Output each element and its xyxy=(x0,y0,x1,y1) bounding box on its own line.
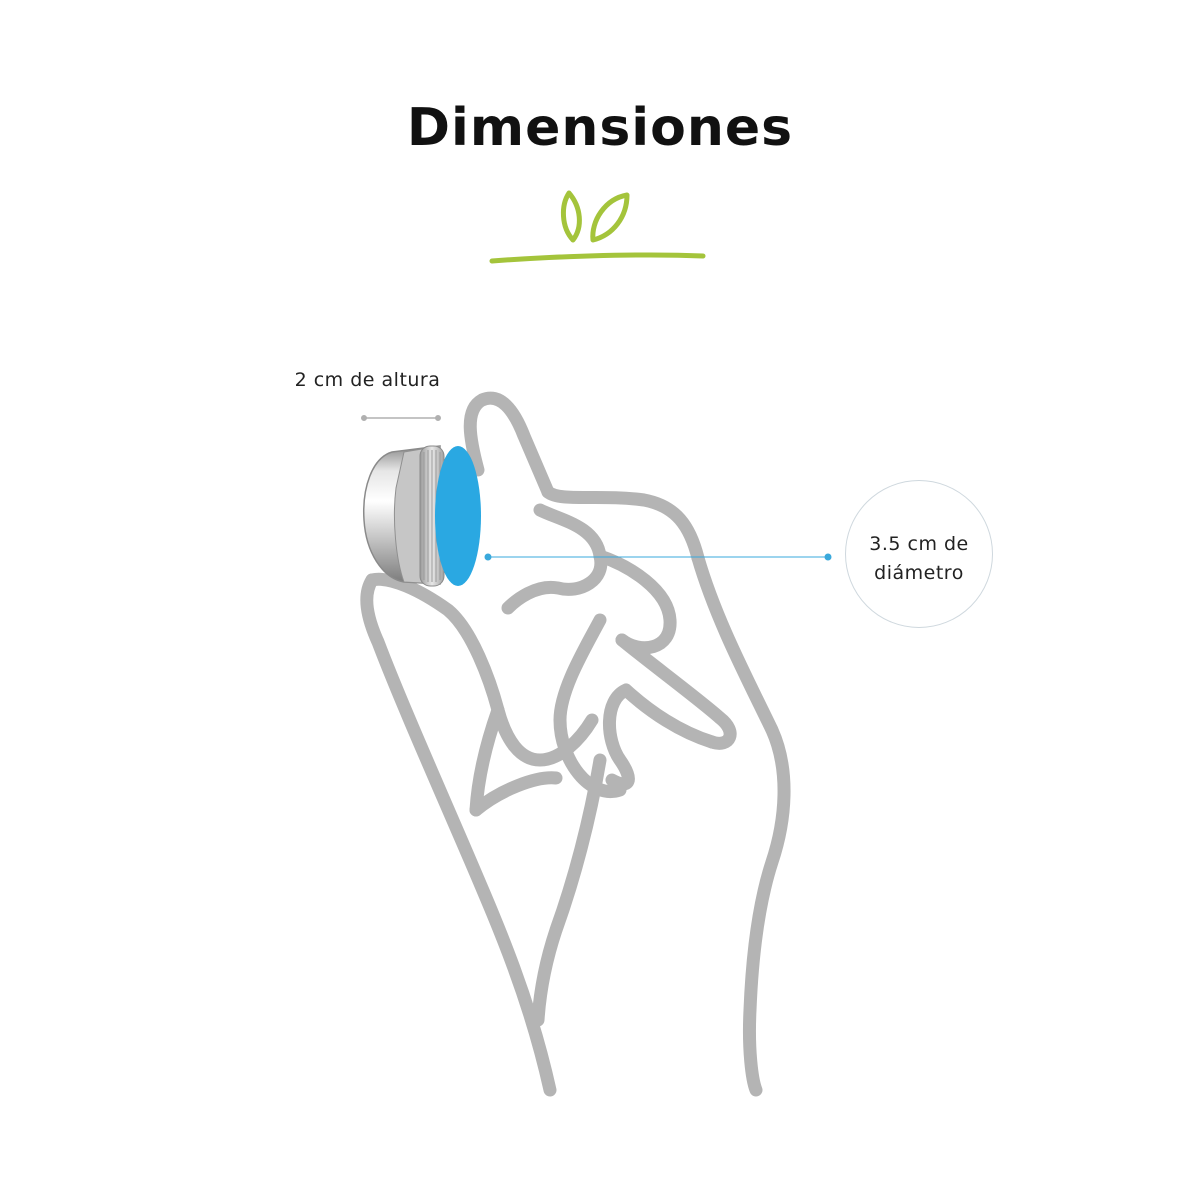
hand-outline xyxy=(360,391,791,1097)
diameter-label-line1: 3.5 cm de xyxy=(869,533,969,555)
aluminium-tin-icon xyxy=(363,445,481,587)
diameter-measure-line xyxy=(484,553,832,561)
right-leaf-icon xyxy=(590,192,630,243)
height-label: 2 cm de altura xyxy=(294,369,441,391)
height-measure-marker xyxy=(361,415,441,421)
tin-lid xyxy=(435,446,481,586)
leaves-underline-icon xyxy=(489,190,706,264)
diameter-label: 3.5 cm de diámetro xyxy=(845,530,993,588)
diameter-label-line2: diámetro xyxy=(874,562,964,584)
diameter-callout-circle xyxy=(845,480,993,628)
left-leaf-icon xyxy=(561,190,582,243)
green-underline xyxy=(489,252,706,264)
page-title: Dimensiones xyxy=(406,98,794,158)
